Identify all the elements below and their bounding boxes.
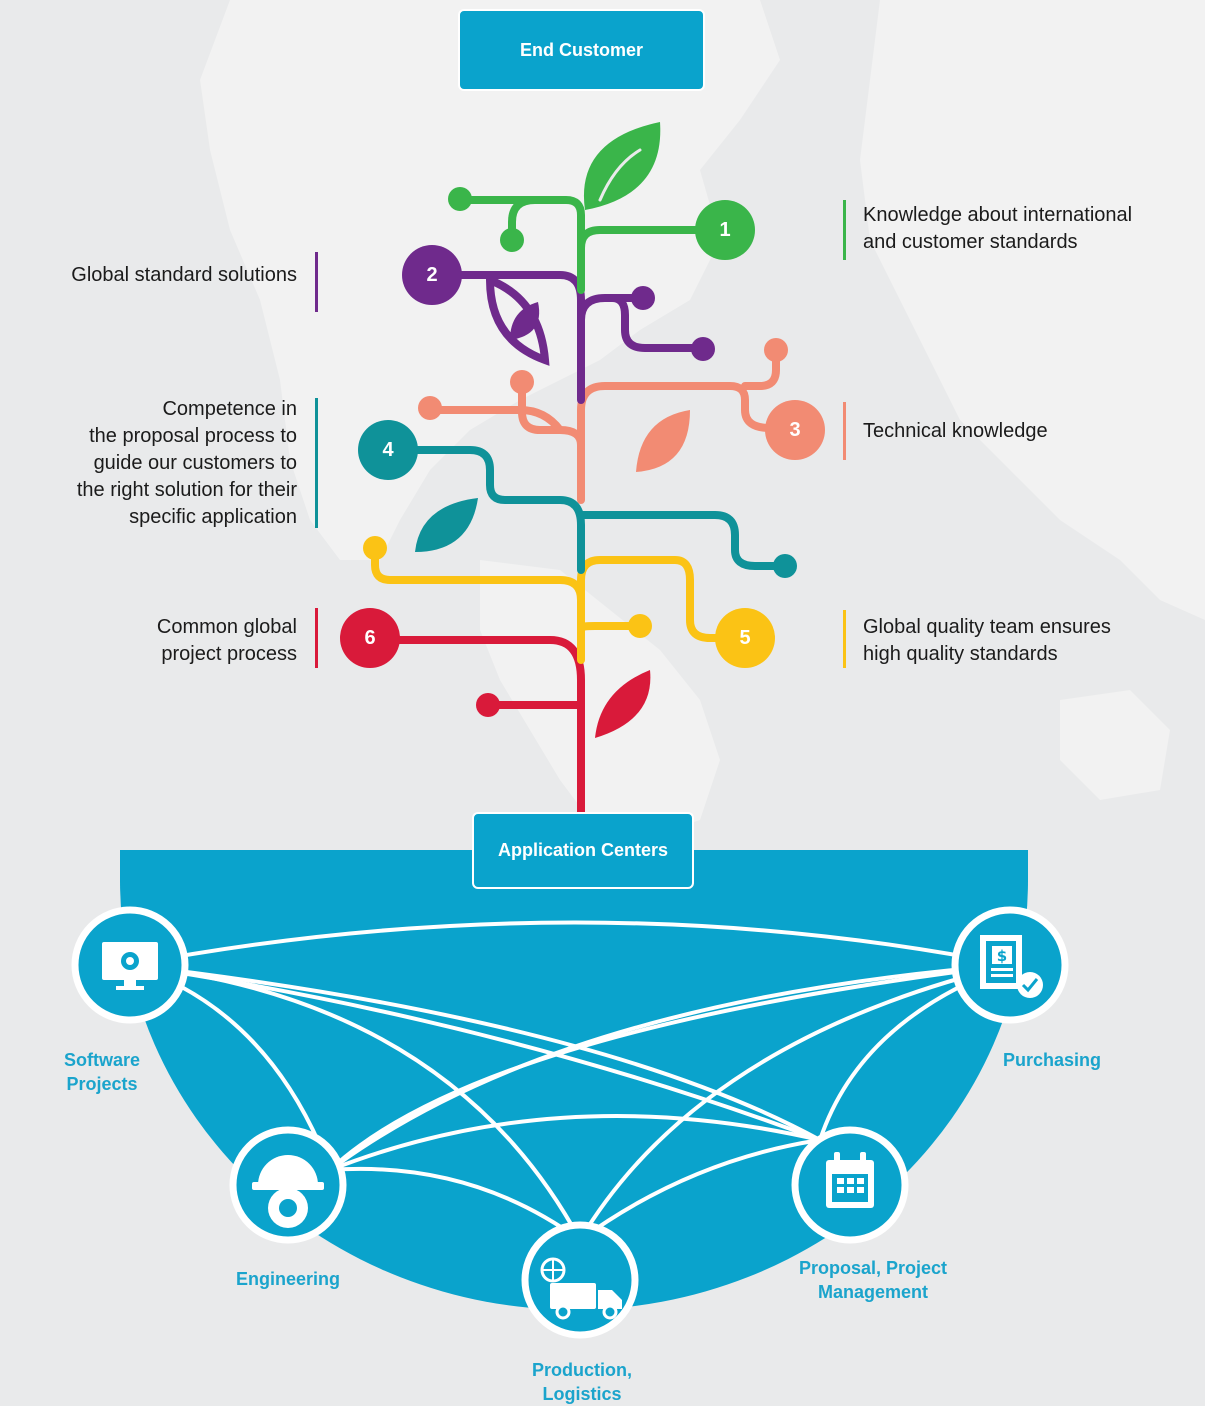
svg-text:$: $ bbox=[997, 947, 1007, 965]
accent-bar-4 bbox=[315, 398, 318, 528]
item-1-line-2: and customer standards bbox=[863, 231, 1078, 253]
engineering-line-1: Engineering bbox=[235, 1269, 340, 1289]
item-4-text: Competence in the proposal process to gu… bbox=[0, 396, 297, 531]
item-6-line-1: Common global bbox=[156, 616, 297, 638]
item-6-line-2: project process bbox=[161, 643, 297, 665]
leaf-purple bbox=[485, 274, 550, 366]
item-5-line-1: Global quality team ensures bbox=[863, 616, 1111, 638]
item-4-line-3: guide our customers to bbox=[93, 452, 297, 474]
purchasing-line-1: Purchasing bbox=[1002, 1050, 1102, 1070]
item-1-line-1: Knowledge about international bbox=[863, 204, 1133, 226]
item-1-text: Knowledge about international and custom… bbox=[863, 202, 1203, 256]
item-4-line-1: Competence in bbox=[162, 398, 297, 420]
number-5: 5 bbox=[739, 627, 751, 649]
branch-2 bbox=[428, 271, 707, 404]
leaf-red bbox=[595, 670, 651, 738]
proposal-line-2: Management bbox=[817, 1282, 929, 1302]
engineering-label: Engineering bbox=[188, 1267, 388, 1291]
purchasing-label: Purchasing bbox=[952, 1048, 1152, 1072]
item-4-line-2: the proposal process to bbox=[89, 425, 297, 447]
document-dollar-check-icon: $ bbox=[980, 935, 1043, 998]
number-bubbles bbox=[340, 200, 825, 668]
number-6: 6 bbox=[364, 627, 376, 649]
globe-truck-icon bbox=[540, 1257, 622, 1320]
leaf-salmon bbox=[636, 410, 690, 472]
item-4-line-5: specific application bbox=[129, 506, 297, 528]
application-centers-box: Application Centers bbox=[472, 812, 694, 889]
accent-bar-5 bbox=[843, 610, 846, 668]
end-customer-label: End Customer bbox=[519, 39, 643, 60]
hardhat-gear-icon bbox=[252, 1155, 324, 1228]
number-1: 1 bbox=[719, 219, 731, 241]
leaf-teal bbox=[415, 498, 478, 552]
calendar-icon bbox=[826, 1152, 874, 1208]
accent-bar-2 bbox=[315, 252, 318, 312]
item-5-text: Global quality team ensures high quality… bbox=[863, 614, 1183, 668]
item-3-line-1: Technical knowledge bbox=[863, 420, 1048, 442]
number-2: 2 bbox=[426, 264, 438, 286]
monitor-gear-icon bbox=[102, 942, 158, 990]
item-4-line-4: the right solution for their bbox=[76, 479, 297, 501]
production-line-2: Logistics bbox=[542, 1384, 622, 1404]
production-label: Production, Logistics bbox=[482, 1358, 682, 1406]
accent-bar-1 bbox=[843, 200, 846, 260]
application-centers-label: Application Centers bbox=[497, 840, 669, 860]
branch-5 bbox=[371, 544, 749, 664]
item-2-line-1: Global standard solutions bbox=[71, 264, 297, 286]
branch-3 bbox=[426, 346, 799, 504]
item-3-text: Technical knowledge bbox=[863, 418, 1163, 445]
item-6-text: Common global project process bbox=[0, 614, 297, 668]
branch-6 bbox=[366, 636, 585, 816]
proposal-line-1: Proposal, Project bbox=[798, 1258, 948, 1278]
branch-1 bbox=[456, 196, 729, 294]
production-line-1: Production, bbox=[532, 1360, 632, 1380]
number-3: 3 bbox=[789, 419, 801, 441]
item-5-line-2: high quality standards bbox=[863, 643, 1058, 665]
tree bbox=[363, 122, 799, 816]
branch-4 bbox=[384, 446, 789, 574]
proposal-label: Proposal, Project Management bbox=[773, 1256, 973, 1304]
software-projects-label: Software Projects bbox=[2, 1048, 202, 1096]
item-2-text: Global standard solutions bbox=[0, 262, 297, 289]
software-projects-line-1: Software bbox=[63, 1050, 141, 1070]
production-node bbox=[521, 1221, 639, 1339]
number-4: 4 bbox=[382, 439, 394, 461]
accent-bar-6 bbox=[315, 608, 318, 668]
software-projects-line-2: Projects bbox=[66, 1074, 138, 1094]
accent-bar-3 bbox=[843, 402, 846, 460]
end-customer-box: End Customer bbox=[458, 9, 705, 91]
